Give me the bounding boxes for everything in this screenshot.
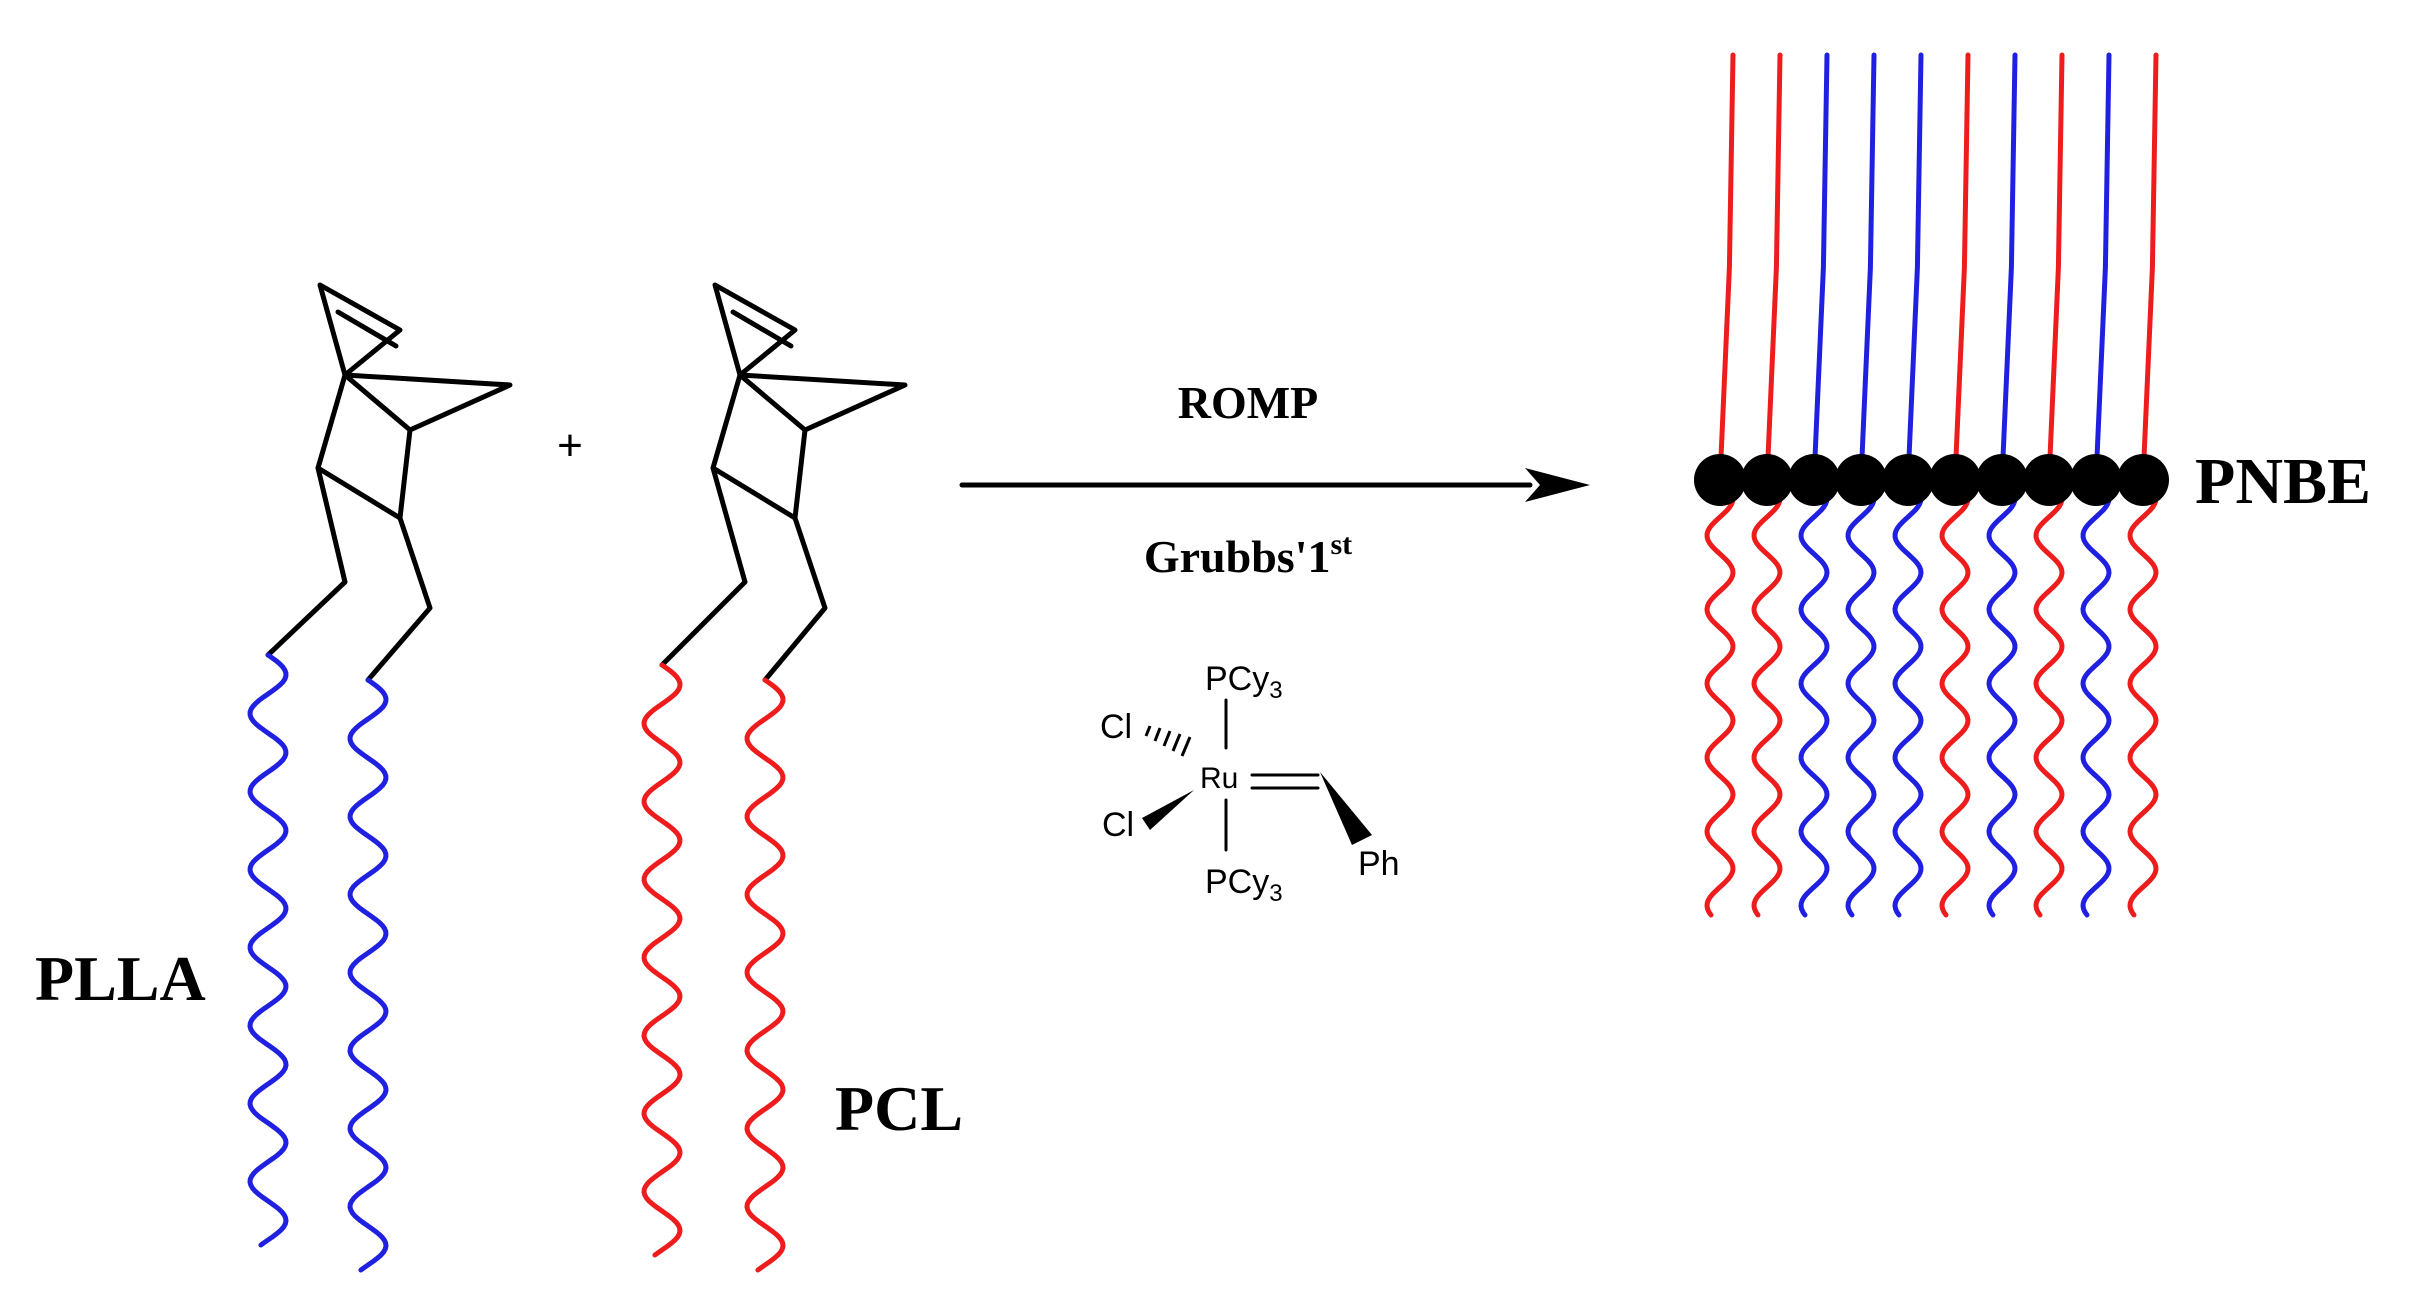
chloride-top: Cl [1100,708,1132,746]
side-chain-upper [2140,52,2159,483]
pcl-chain-2 [744,677,786,1273]
pcy3-bottom-text: PCy [1205,863,1269,901]
side-chain-lower [2033,477,2065,918]
phenyl-wedge-bond [1320,772,1372,845]
backbone-unit [1976,454,2028,506]
side-chain-upper [1999,52,2018,483]
pcy3-top: PCy3 [1205,660,1283,704]
phenyl-group: Ph [1358,845,1400,883]
hashed-wedge-bond [1144,725,1192,757]
pcy3-top-subscript: 3 [1269,677,1282,704]
side-chain-lower [1939,477,1971,918]
pcl-chain-1 [641,662,683,1258]
side-chain-lower [1986,477,2018,918]
side-chain-lower [1751,477,1783,918]
plla-label: PLLA [35,943,206,1014]
grubbs-catalyst-structure: PCy3 Ru PCy3 Cl Cl Ph [1100,660,1400,907]
plus-sign: + [557,421,583,470]
pcy3-bottom-subscript: 3 [1269,880,1282,907]
side-chain-lower [1845,477,1877,918]
side-chain-upper [1811,52,1830,483]
side-chain-upper [1952,52,1971,483]
backbone-unit [1882,454,1934,506]
side-chain-upper [1905,52,1924,483]
backbone-unit [2023,454,2075,506]
backbone-unit [2117,454,2169,506]
side-chain-upper [1858,52,1877,483]
grubbs-text: Grubbs'1 [1144,531,1331,582]
side-chain-lower [1704,477,1736,918]
pcl-label: PCL [835,1073,963,1144]
side-chain-lower [1892,477,1924,918]
condition-romp: ROMP [1178,377,1319,428]
backbone-unit [1929,454,1981,506]
norbornene-core-pcl [659,282,908,683]
norbornene-core-plla [265,282,513,683]
side-chain-upper [1764,52,1783,483]
side-chain-upper [2046,52,2065,483]
side-chain-lower [2080,477,2112,918]
condition-grubbs: Grubbs'1st [1144,528,1352,582]
plla-chain-1 [247,652,289,1248]
monomer-plla [247,282,513,1273]
monomer-pcl [641,282,908,1273]
side-chain-upper [2093,52,2112,483]
side-chain-lower [1798,477,1830,918]
backbone-unit [2070,454,2122,506]
chloride-bottom: Cl [1102,806,1134,844]
side-chain-upper [1717,52,1736,483]
reaction-arrow [959,468,1590,502]
solid-wedge-bond [1142,790,1194,830]
ruthenium-atom: Ru [1200,762,1238,795]
backbone-unit [1788,454,1840,506]
backbone-unit [1741,454,1793,506]
bottlebrush-product [1694,52,2169,918]
side-chain-lower [2127,477,2159,918]
backbone-unit [1835,454,1887,506]
backbone-unit [1694,454,1746,506]
plla-chain-2 [347,677,389,1273]
pcy3-bottom: PCy3 [1205,863,1283,907]
pnbe-label: PNBE [2195,445,2371,518]
grubbs-superscript: st [1330,528,1352,561]
pcy3-top-text: PCy [1205,660,1269,698]
